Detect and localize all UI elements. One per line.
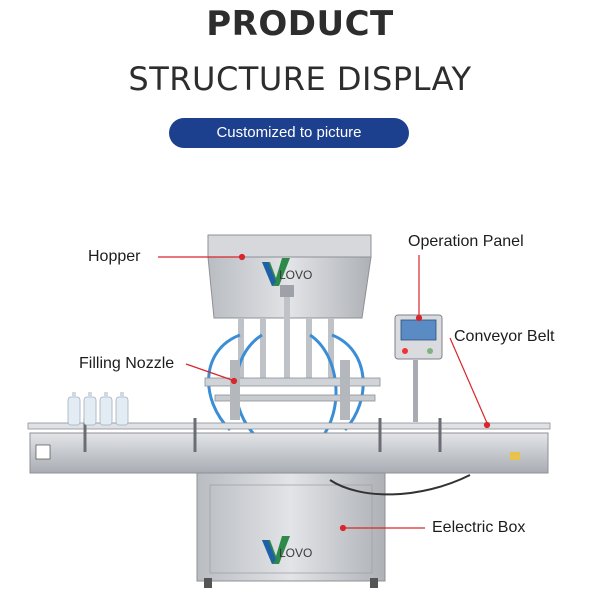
page-subtitle: STRUCTURE DISPLAY xyxy=(128,60,472,98)
page-title: PRODUCT xyxy=(206,4,394,44)
electric-box-label: Eelectric Box xyxy=(432,519,526,536)
bottles xyxy=(67,392,129,426)
filling-nozzle-label: Filling Nozzle xyxy=(79,355,175,372)
electric-box: LOVO xyxy=(196,472,471,588)
customized-badge: Customized to picture xyxy=(169,118,409,148)
operation-panel xyxy=(394,314,443,422)
conveyor-belt-label: Conveyor Belt xyxy=(454,328,555,345)
callout-lines xyxy=(158,253,491,532)
lovo-logo: LOVO xyxy=(262,258,312,286)
operation-panel-label: Operation Panel xyxy=(408,233,524,250)
svg-text:LOVO: LOVO xyxy=(279,546,312,560)
filling-nozzle-assembly xyxy=(204,360,381,420)
svg-text:LOVO: LOVO xyxy=(279,268,312,282)
nozzle-rods xyxy=(238,285,334,380)
hopper-label: Hopper xyxy=(88,248,141,265)
lovo-logo-cabinet: LOVO xyxy=(262,536,312,564)
conveyor xyxy=(27,418,551,474)
